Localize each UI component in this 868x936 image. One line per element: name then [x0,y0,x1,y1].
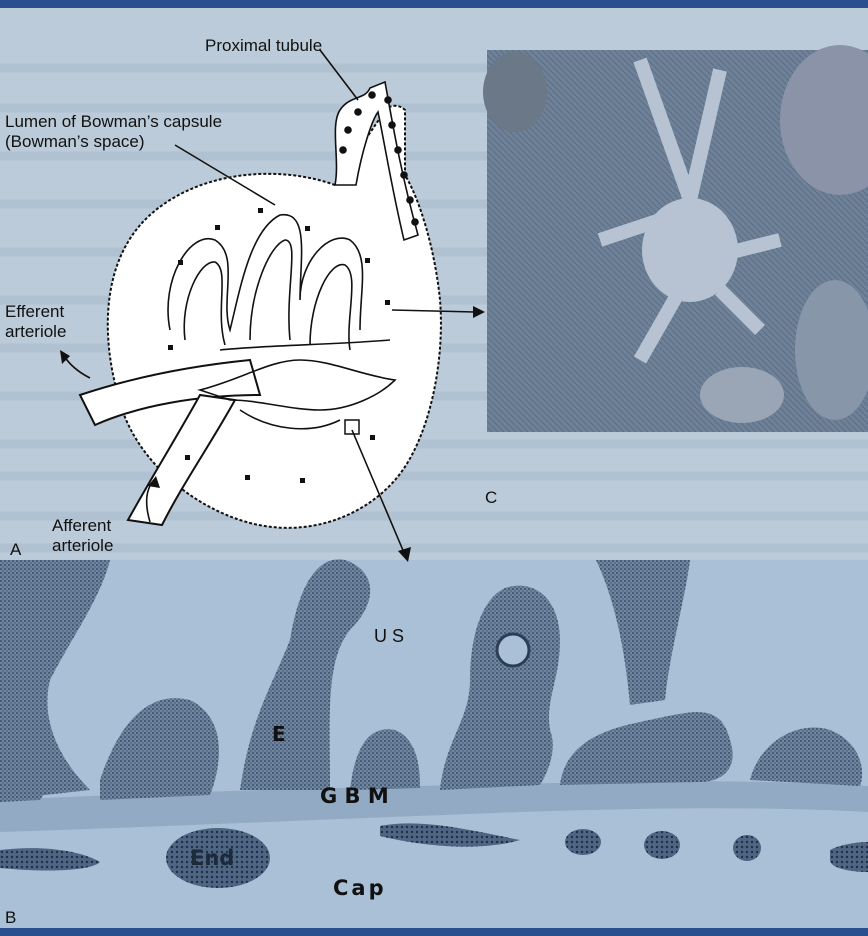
epithelium-label: E [272,722,286,746]
panel-a-letter: A [10,540,21,560]
lumen-label-line2: (Bowman’s space) [5,132,145,152]
gbm-label: G B M [320,784,389,808]
proximal-tubule-label: Proximal tubule [205,36,322,56]
endothelium-label: End [190,846,234,870]
panel-b-letter: B [5,908,16,928]
bottom-frame-bar [0,928,868,936]
afferent-label-line1: Afferent [52,516,111,536]
efferent-label-line2: arteriole [5,322,66,342]
top-frame-bar [0,0,868,8]
efferent-label-line1: Efferent [5,302,64,322]
urinary-space-label: U S [374,626,404,647]
capillary-label: Cap [333,876,387,900]
panel-c-letter: C [485,488,497,508]
afferent-label-line2: arteriole [52,536,113,556]
lumen-label-line1: Lumen of Bowman’s capsule [5,112,222,132]
